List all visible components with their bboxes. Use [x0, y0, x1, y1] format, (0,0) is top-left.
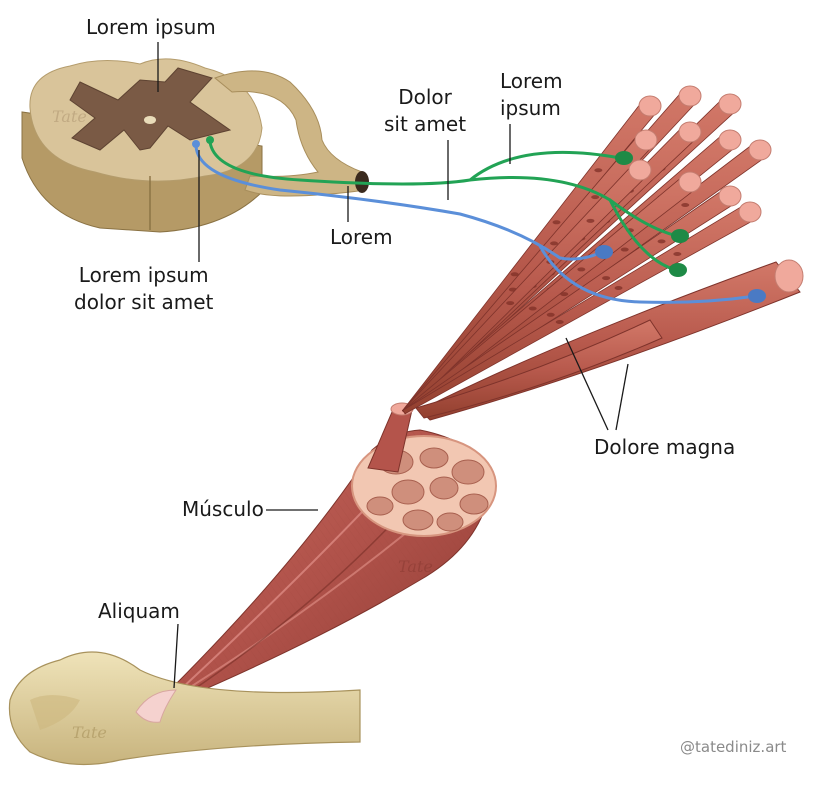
- fiber-end: [718, 93, 742, 115]
- fiber-end: [628, 159, 652, 181]
- fiber-nucleus: [614, 286, 623, 290]
- single-muscle-fiber-2: [415, 319, 663, 419]
- green-neuron-body: [206, 136, 214, 144]
- blue-axon: [194, 144, 604, 261]
- fiber-end: [638, 95, 662, 117]
- label-motor-neurons: Lorem ipsum dolor sit amet: [74, 263, 214, 314]
- fascicle: [419, 447, 449, 469]
- fiber-nucleus: [528, 306, 537, 311]
- artist-watermark: Tate: [52, 107, 87, 126]
- label-gray-matter: Lorem ipsum: [86, 15, 216, 39]
- label-axon: Dolor sit amet: [384, 85, 467, 136]
- muscle: Tate: [169, 402, 497, 701]
- fiber-end: [678, 171, 702, 193]
- label-muscle: Músculo: [182, 497, 264, 521]
- leader-fibers-b: [615, 363, 629, 431]
- fiber-nucleus: [555, 320, 564, 324]
- bone-watermark: Tate: [72, 723, 107, 742]
- tendon: [135, 689, 177, 723]
- fiber-nucleus: [620, 247, 629, 252]
- leader-lines: [157, 42, 629, 689]
- fiber-end: [634, 129, 658, 151]
- fascicle: [402, 509, 434, 531]
- fiber-end: [718, 185, 742, 207]
- fiber-nucleus: [577, 267, 586, 272]
- fiber-end: [678, 121, 702, 143]
- fiber-end: [678, 85, 702, 107]
- blue-junction: [595, 245, 613, 259]
- artist-credit: @tatediniz.art: [680, 738, 787, 756]
- fiber-nucleus: [560, 292, 569, 297]
- green-axon: [208, 140, 622, 186]
- spinal-cord-segment: Tate: [21, 58, 369, 233]
- label-tendon: Aliquam: [98, 599, 180, 623]
- fiber-end: [748, 139, 772, 161]
- green-axon-branch: [608, 198, 678, 272]
- blue-neuron-body: [192, 140, 200, 148]
- fascicle: [429, 476, 459, 500]
- leader-tendon: [173, 623, 179, 689]
- bone-head-shading: [30, 695, 80, 730]
- bone: Tate: [8, 651, 361, 766]
- nerve-root: [214, 70, 367, 197]
- bone-shaft: [8, 651, 361, 766]
- green-axon-branch: [468, 176, 680, 238]
- fiber-nucleus: [594, 168, 603, 173]
- label-nerve: Lorem: [330, 225, 393, 249]
- fiber-nucleus: [657, 239, 666, 244]
- single-fiber-end: [774, 259, 804, 293]
- fiber-nucleus: [681, 203, 690, 208]
- central-canal: [144, 116, 156, 124]
- leader-fibers-a: [565, 337, 609, 431]
- fascicle: [391, 479, 425, 505]
- fascicle: [459, 493, 489, 515]
- blue-junction: [748, 289, 766, 303]
- fiber-nucleus: [550, 241, 559, 246]
- fiber-nucleus: [546, 312, 555, 317]
- label-motor-unit: Lorem ipsum: [500, 69, 563, 120]
- fascicle: [436, 512, 464, 532]
- fascicle: [366, 496, 394, 516]
- muscle-watermark: Tate: [398, 557, 433, 576]
- fiber-nucleus: [506, 301, 515, 306]
- fiber-nucleus: [591, 195, 600, 200]
- label-muscle-fibers: Dolore magna: [594, 435, 736, 459]
- fiber-nucleus: [586, 218, 595, 223]
- fiber-end: [738, 201, 762, 223]
- fascicle: [451, 459, 485, 485]
- motor-neurons: [192, 136, 766, 304]
- fiber-nucleus: [602, 276, 611, 281]
- green-junction: [671, 229, 689, 243]
- gray-matter-butterfly: [69, 67, 232, 151]
- fiber-nucleus: [552, 220, 561, 225]
- fiber-end: [718, 129, 742, 151]
- fiber-nucleus: [510, 272, 519, 277]
- green-junction: [615, 151, 633, 165]
- blue-axon-branch: [538, 244, 758, 304]
- fiber-nucleus: [673, 252, 682, 256]
- green-junction: [669, 263, 687, 277]
